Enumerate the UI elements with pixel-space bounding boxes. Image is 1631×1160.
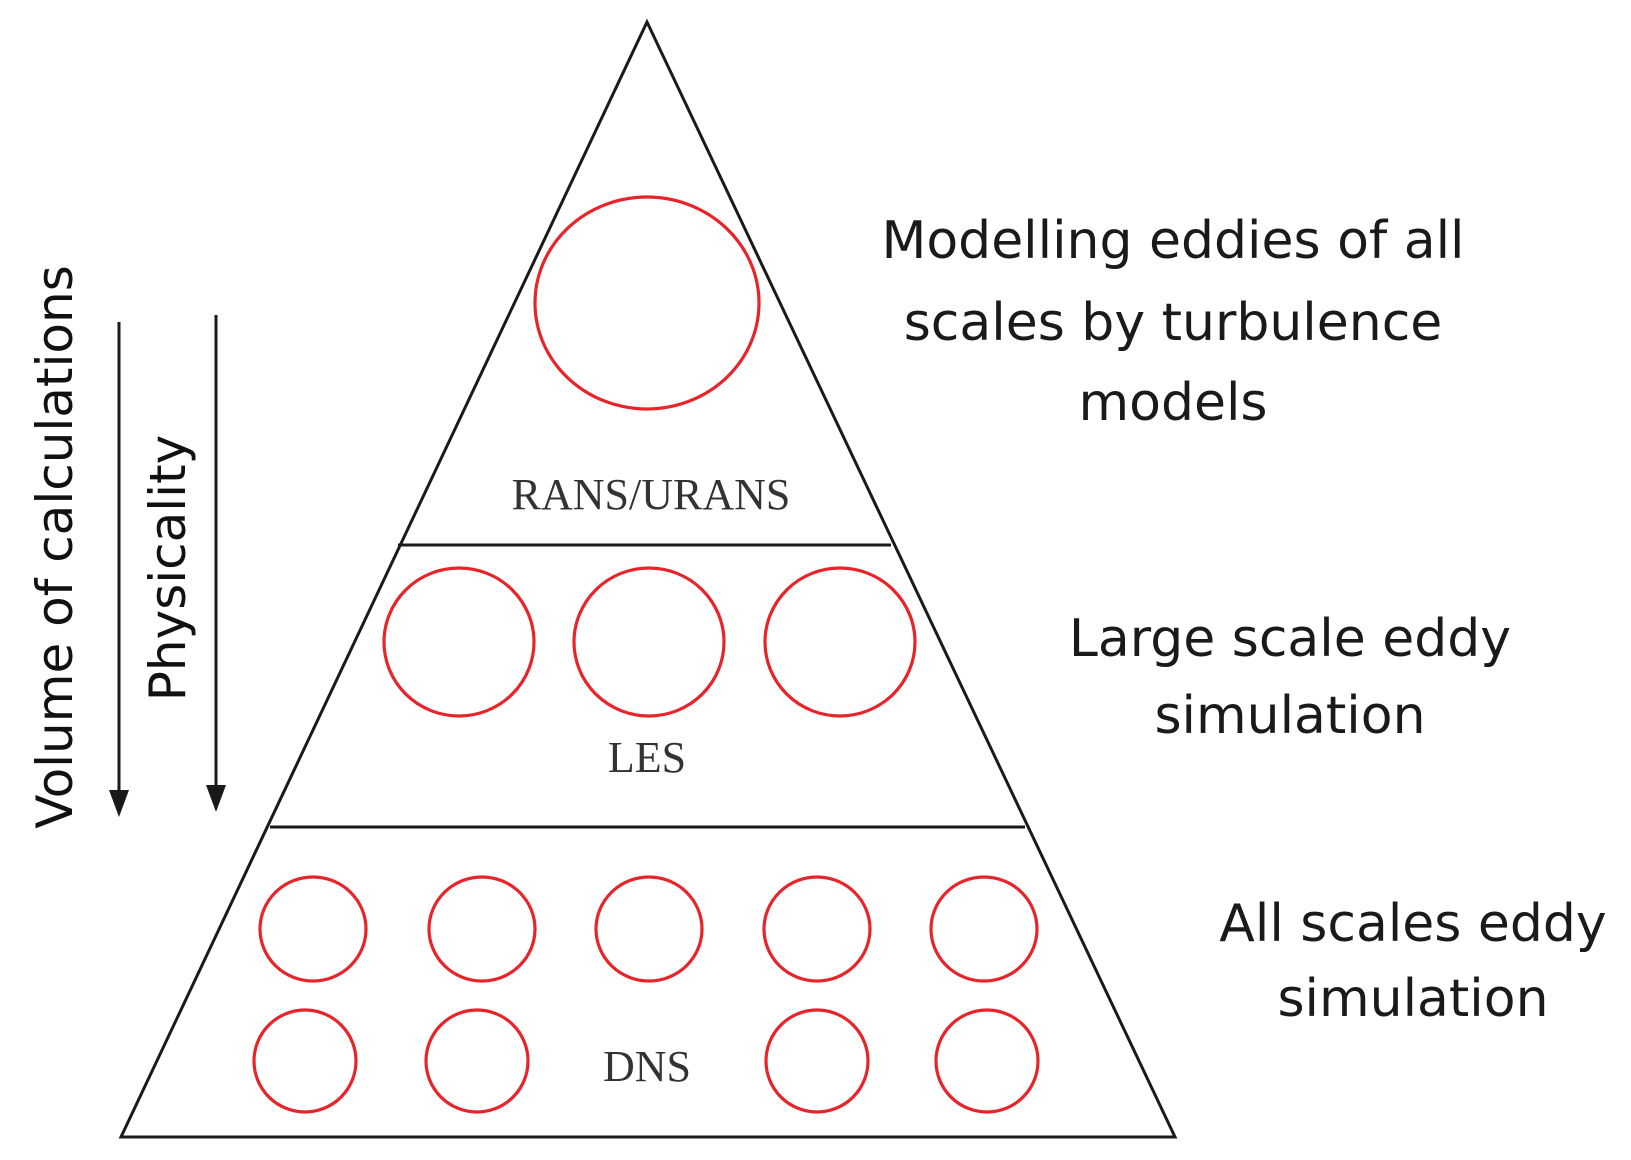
tier-label-les: LES [608,733,686,782]
tier-label-rans: RANS/URANS [512,470,791,519]
tier-label-dns: DNS [603,1042,691,1091]
description-dns: All scales eddy simulation [1219,894,1606,1029]
eddy-circle [382,566,536,718]
eddy-circle [252,1008,358,1114]
eddy-circle [594,875,704,983]
eddy-circle [533,195,761,411]
volume-of-calculations-label: Volume of calculations [26,265,84,829]
description-line: Modelling eddies of all [882,211,1465,271]
eddy-circle [929,875,1039,983]
description-line: simulation [1154,686,1425,746]
eddy-circle [427,875,537,983]
description-line: scales by turbulence [904,293,1443,353]
tier-les: LES [382,566,917,782]
description-line: All scales eddy [1219,894,1606,954]
eddy-circle [258,875,368,983]
description-rans: Modelling eddies of all scales by turbul… [882,211,1465,433]
description-line: models [1078,373,1267,433]
eddy-circle [763,566,917,718]
eddy-circle [572,566,726,718]
tier-rans: RANS/URANS [512,195,791,519]
eddy-circle [764,1008,870,1114]
eddy-circle [934,1008,1040,1114]
physicality-label: Physicality [139,435,197,701]
eddy-circle [762,875,872,983]
description-line: Large scale eddy [1069,609,1511,669]
description-les: Large scale eddy simulation [1069,609,1511,746]
physicality-arrow [206,315,226,812]
arrow-down-icon [206,785,226,812]
pyramid-outline [118,18,1178,1139]
eddy-circle [424,1008,530,1114]
volume-of-calculations-arrow [109,322,129,817]
description-line: simulation [1277,969,1548,1029]
tier-dns: DNS [252,875,1040,1114]
arrow-down-icon [109,790,129,817]
